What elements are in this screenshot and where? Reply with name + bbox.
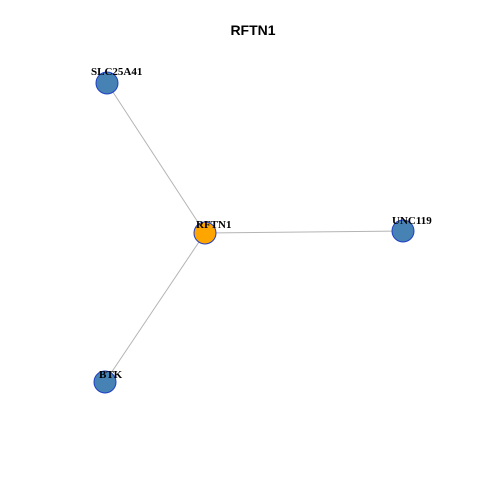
node-unc119-label: UNC119 bbox=[392, 215, 432, 227]
nodes-layer: SLC25A41 RFTN1 UNC119 BTK bbox=[91, 66, 432, 394]
diagram-title: RFTN1 bbox=[230, 22, 275, 38]
node-btk-circle bbox=[93, 370, 117, 394]
node-slc25a41-label: SLC25A41 bbox=[91, 66, 142, 78]
node-btk[interactable]: BTK bbox=[93, 369, 123, 394]
node-btk-label: BTK bbox=[99, 369, 123, 381]
edge-rftn1-unc119 bbox=[204, 230, 404, 234]
edge-rftn1-slc25a41 bbox=[106, 82, 206, 234]
edge-rftn1-btk bbox=[104, 232, 206, 383]
node-unc119-circle bbox=[391, 219, 415, 243]
edges-layer bbox=[104, 82, 404, 383]
node-rftn1[interactable]: RFTN1 bbox=[193, 219, 231, 245]
node-rftn1-label: RFTN1 bbox=[196, 219, 231, 231]
node-slc25a41-circle bbox=[95, 71, 119, 95]
node-unc119[interactable]: UNC119 bbox=[391, 215, 432, 243]
node-slc25a41[interactable]: SLC25A41 bbox=[91, 66, 142, 95]
node-rftn1-circle bbox=[193, 221, 217, 245]
